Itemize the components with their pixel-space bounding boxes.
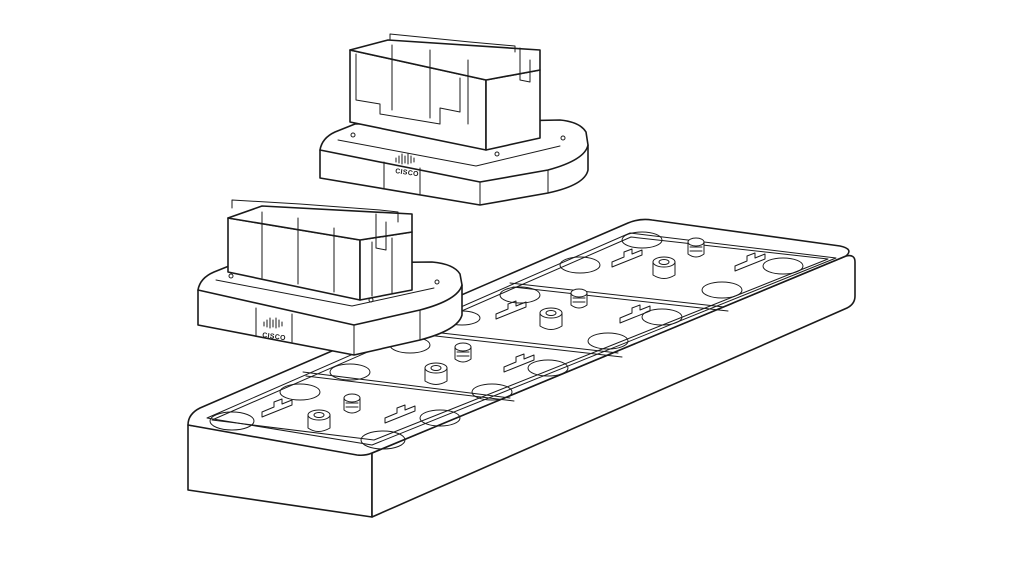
cradle-cup-side-ribs <box>371 237 393 297</box>
cradle-cup-ribs <box>391 44 469 125</box>
screw-hole <box>560 135 566 141</box>
pocket-hole <box>329 363 371 381</box>
pocket-hole <box>360 430 406 450</box>
pocket-hole <box>762 257 804 275</box>
cradle-cup-notch <box>355 53 461 125</box>
screw-hole <box>228 273 234 279</box>
multi-charger-base-tray <box>187 218 856 518</box>
pocket-hole <box>499 286 541 304</box>
cradle-cup-top <box>349 39 541 81</box>
slot-2 <box>329 336 569 401</box>
tray-right-face <box>371 254 856 518</box>
pocket-hole <box>419 409 461 427</box>
cradle-base-inner-rim <box>337 139 561 167</box>
latch-key <box>503 353 535 373</box>
cradle-cup-top <box>227 205 413 241</box>
screw-hole <box>494 151 500 157</box>
latch-key <box>734 252 766 272</box>
charging-cradle-upper: CISCO <box>319 33 589 206</box>
cisco-logo: CISCO <box>395 153 420 178</box>
spring-pin <box>343 393 361 414</box>
spring-pin <box>687 237 705 258</box>
cradle-base-edges <box>383 161 549 206</box>
contact-pin <box>652 256 676 279</box>
pocket-hole <box>701 281 743 299</box>
cradle-base-edges <box>255 307 421 356</box>
cradle-base-inner-rim <box>215 279 435 307</box>
brand-text: CISCO <box>395 168 420 178</box>
pocket-hole <box>621 231 663 249</box>
cradle-cup-back-frame <box>389 33 531 83</box>
pocket-hole <box>641 308 683 326</box>
cisco-logo: CISCO <box>262 317 287 342</box>
slot-divider-1 <box>302 371 515 402</box>
latch-key <box>384 404 416 424</box>
contact-pin <box>539 307 563 330</box>
tray-inner-rim <box>206 232 837 446</box>
cradle-cup-back-frame <box>231 199 399 251</box>
latch-key <box>495 300 527 320</box>
slot-divider-3 <box>509 282 729 312</box>
pocket-hole <box>527 359 569 377</box>
spring-pin <box>454 342 472 363</box>
slot-4 <box>559 231 804 299</box>
pocket-hole <box>279 383 321 401</box>
cradle-cup-side <box>485 69 541 151</box>
pocket-hole <box>587 332 629 350</box>
latch-key <box>611 248 643 268</box>
pocket-hole <box>209 411 255 431</box>
screw-hole <box>434 279 440 285</box>
pocket-hole <box>471 383 513 401</box>
spring-pin <box>570 288 588 309</box>
tray-inner-rim-2 <box>211 236 829 441</box>
cradle-cup-ribs <box>261 211 335 293</box>
latch-key <box>619 304 651 324</box>
slot-3 <box>443 286 683 350</box>
contact-pin <box>424 362 448 385</box>
contact-pin <box>307 409 331 432</box>
screw-hole <box>350 132 356 138</box>
slot-1 <box>209 383 461 450</box>
brand-text: CISCO <box>262 332 287 342</box>
pocket-hole <box>559 256 601 274</box>
latch-key <box>261 398 293 418</box>
charging-cradle-lower: CISCO <box>197 199 463 356</box>
